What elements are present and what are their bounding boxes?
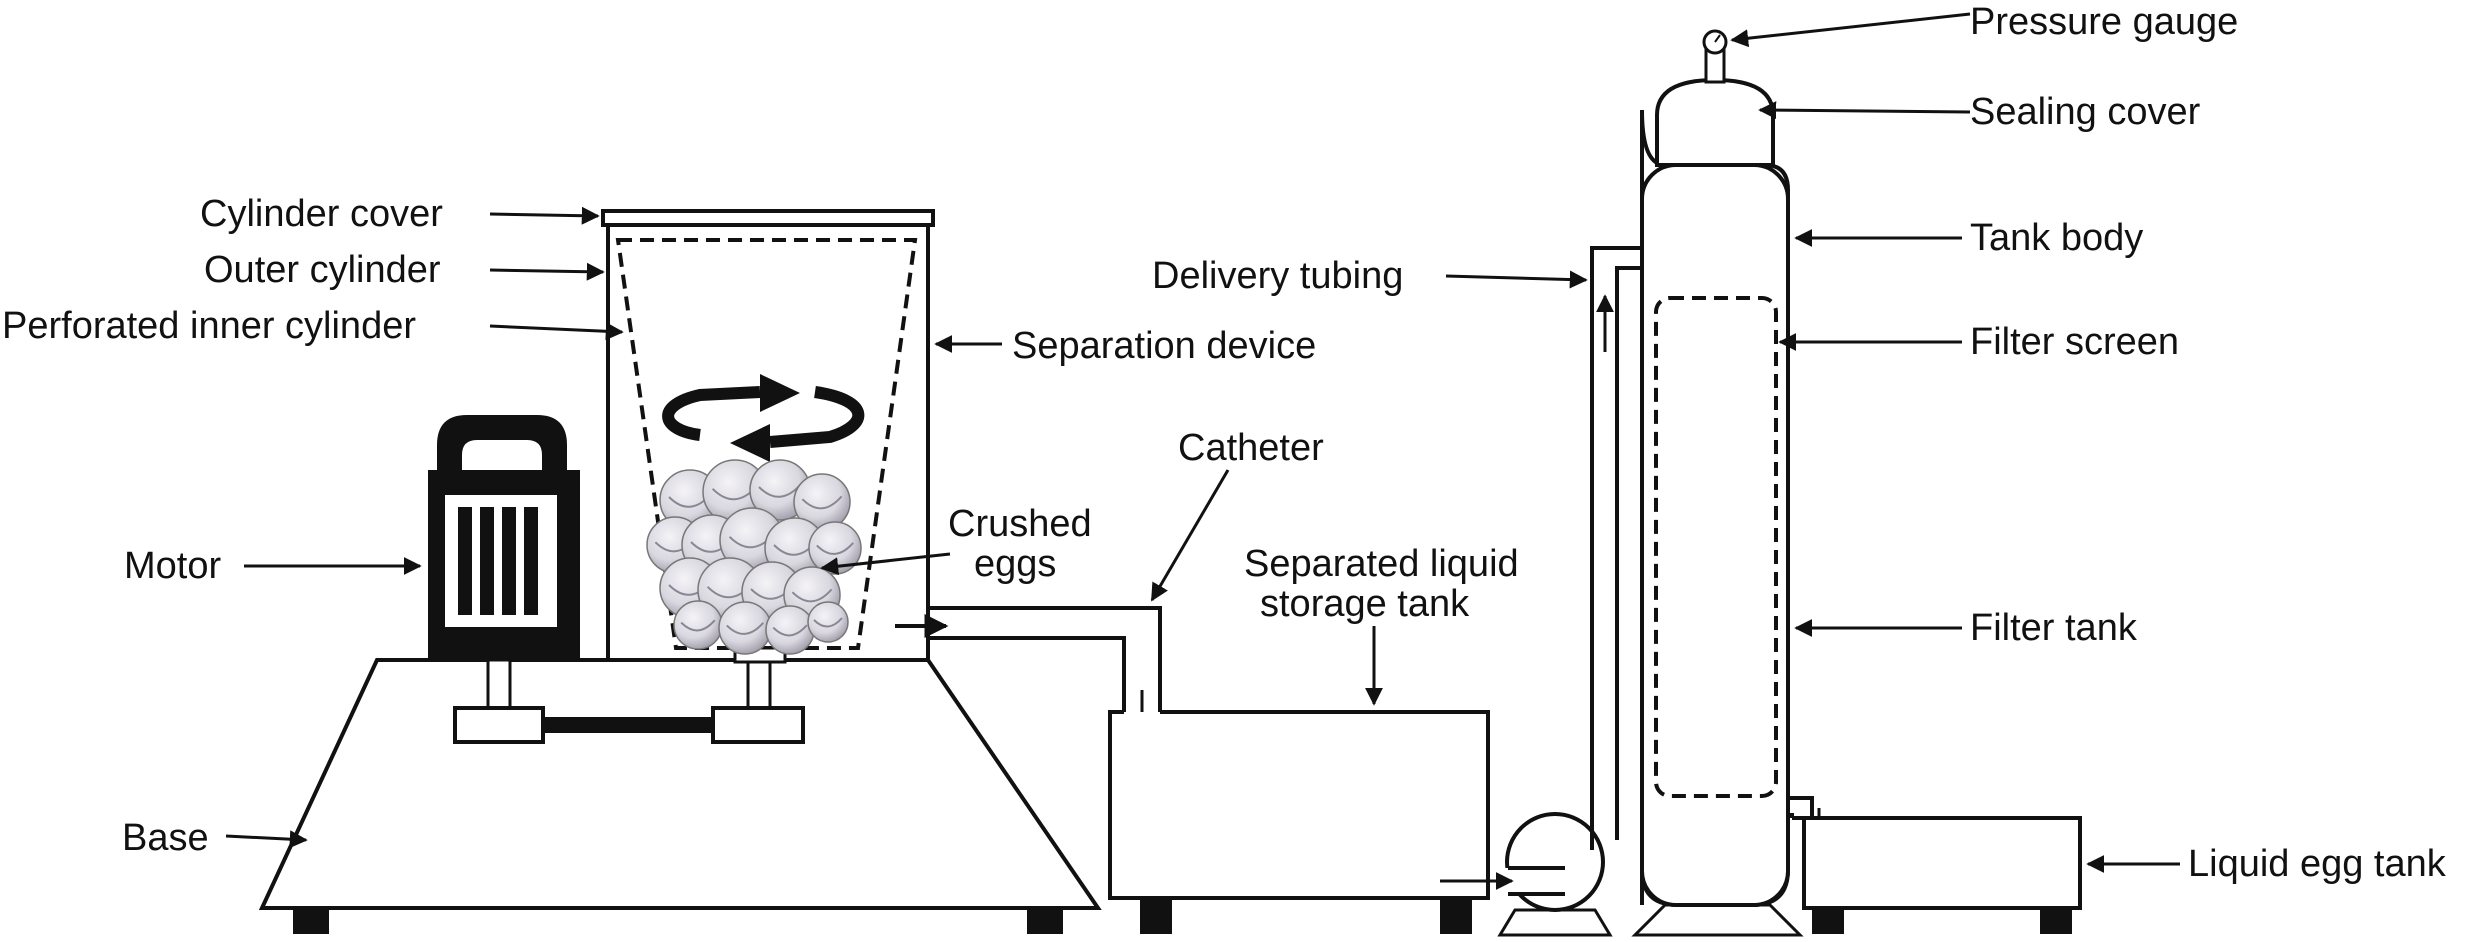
label-liquid-egg-tank: Liquid egg tank — [2086, 843, 2447, 885]
motor-pulley — [453, 658, 545, 744]
label-sealing-cover-text: Sealing cover — [1970, 91, 2201, 133]
label-separation-device: Separation device — [934, 325, 1316, 367]
label-cylinder-cover-text: Cylinder cover — [200, 193, 443, 235]
label-crushed-eggs-text-1: Crushed — [948, 503, 1092, 545]
label-sealing-cover: Sealing cover — [1758, 91, 2201, 133]
filter-screen — [1654, 296, 1778, 798]
label-crushed-eggs: Crushed eggs — [820, 503, 1092, 585]
egg-shell-crack — [816, 542, 854, 555]
pump — [1497, 812, 1613, 937]
label-motor: Motor — [124, 545, 422, 587]
cylinder-cover — [601, 209, 935, 227]
sealing-cover — [1655, 77, 1775, 167]
drive-belt — [543, 717, 713, 733]
label-outer-cylinder: Outer cylinder — [204, 249, 605, 291]
label-outer-cylinder-text: Outer cylinder — [204, 249, 441, 291]
label-separated-liquid-storage-tank: Separated liquid storage tank — [1244, 543, 1519, 706]
egg-shell — [765, 605, 815, 655]
label-separated-text-1: Separated liquid — [1244, 543, 1519, 585]
cylinder-pulley — [711, 658, 805, 744]
egg-shell — [718, 601, 772, 655]
separated-liquid-storage-tank — [1108, 710, 1490, 934]
label-delivery-tubing: Delivery tubing — [1152, 255, 1588, 297]
egg-shell — [807, 601, 849, 643]
egg-shell-crack — [791, 588, 833, 603]
label-separated-text-2: storage tank — [1260, 583, 1470, 625]
label-filter-tank: Filter tank — [1794, 607, 2138, 649]
crushed-eggs — [646, 459, 862, 655]
egg-shell-crack — [680, 619, 716, 632]
label-tank-body-text: Tank body — [1970, 217, 2143, 259]
label-delivery-tubing-text: Delivery tubing — [1152, 255, 1403, 297]
label-perforated-inner-cylinder: Perforated inner cylinder — [2, 305, 624, 347]
label-pressure-gauge-text: Pressure gauge — [1970, 1, 2238, 43]
catheter — [928, 606, 1162, 712]
label-filter-screen-text: Filter screen — [1970, 321, 2179, 363]
label-base-text: Base — [122, 817, 209, 859]
label-filter-screen: Filter screen — [1778, 321, 2179, 363]
base-foot-right — [1027, 908, 1063, 934]
base-foot-left — [293, 908, 329, 934]
liquid-egg-tank — [1792, 816, 2082, 934]
pressure-gauge — [1702, 29, 1728, 84]
egg-shell-crack — [801, 495, 843, 510]
label-liquid-egg-tank-text: Liquid egg tank — [2188, 843, 2447, 885]
label-perforated-inner-cylinder-text: Perforated inner cylinder — [2, 305, 416, 347]
egg-shell-crack — [772, 624, 808, 637]
rotation-arrows-icon — [662, 374, 865, 462]
base — [258, 658, 1102, 934]
label-cylinder-cover: Cylinder cover — [200, 193, 600, 235]
egg-shell — [673, 600, 723, 650]
label-catheter: Catheter — [1150, 427, 1324, 602]
egg-shell-crack — [813, 617, 843, 628]
filter-outlet-pipe — [1788, 796, 1814, 818]
label-separation-device-text: Separation device — [1012, 325, 1316, 367]
label-tank-body: Tank body — [1794, 217, 2143, 259]
label-catheter-text: Catheter — [1178, 427, 1324, 469]
label-base: Base — [122, 817, 308, 859]
label-motor-text: Motor — [124, 545, 221, 587]
label-pressure-gauge: Pressure gauge — [1730, 1, 2238, 48]
egg-shell-crack — [726, 622, 764, 635]
perforated-inner-cylinder — [615, 238, 918, 650]
motor — [428, 415, 580, 660]
label-filter-tank-text: Filter tank — [1970, 607, 2138, 649]
label-crushed-eggs-text-2: eggs — [974, 543, 1056, 585]
